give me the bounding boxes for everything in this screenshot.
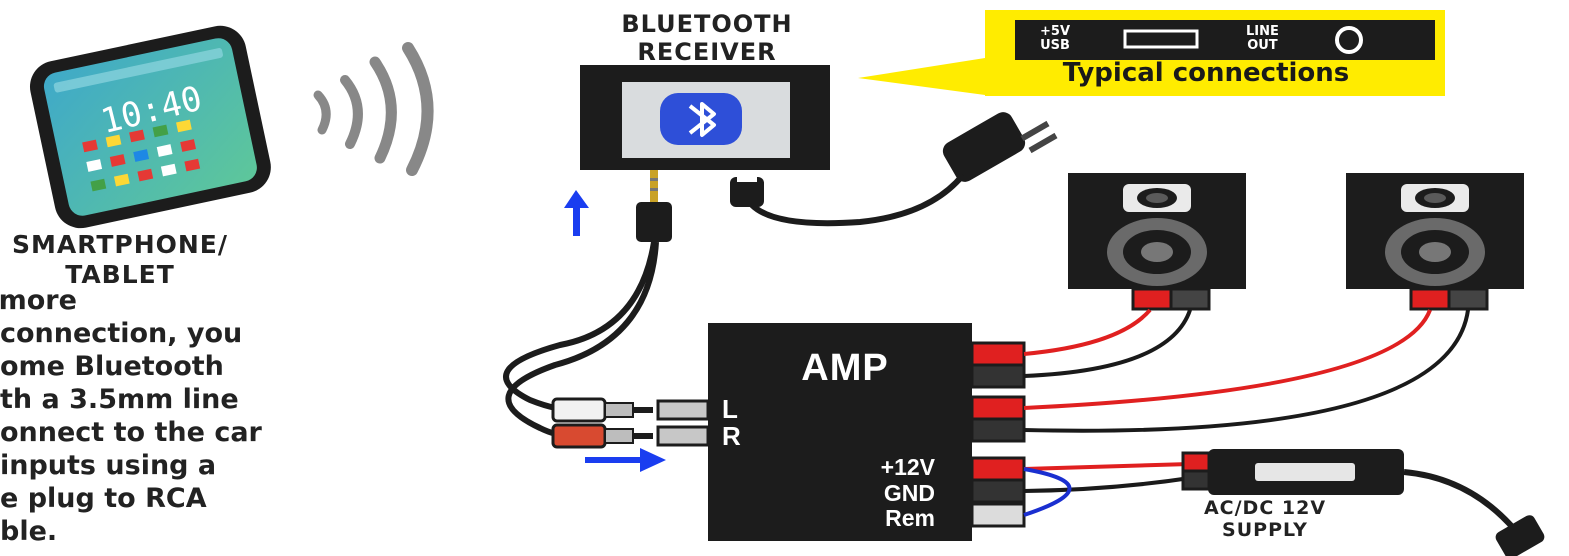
aux-to-rca-cable-left — [503, 241, 657, 411]
speaker-right-icon — [1346, 173, 1524, 311]
wireless-signal-icon — [313, 42, 434, 176]
speaker-left-icon — [1068, 173, 1246, 311]
usb-plug-icon — [730, 177, 764, 207]
line-out-label-line1: LINE — [1246, 24, 1279, 39]
line-out-port-label: LINE OUT — [1246, 25, 1279, 53]
arrow-up-icon — [564, 190, 589, 236]
usb-port-label-line1: +5V — [1040, 24, 1070, 39]
aux-jack-icon — [636, 170, 672, 242]
line-out-label-line2: OUT — [1247, 38, 1278, 53]
smartphone-caption-line1: SMARTPHONE/ — [11, 230, 229, 259]
bluetooth-receiver-caption: BLUETOOTH RECEIVER — [621, 10, 792, 66]
amp-gnd-label: GND — [883, 480, 935, 506]
arrow-right-icon — [585, 448, 666, 472]
smartphone-icon — [29, 25, 271, 229]
power-supply-icon — [1181, 449, 1404, 495]
description-line: connection, you — [0, 318, 243, 349]
typical-connections-callout — [858, 10, 1445, 96]
line-out-jack-icon — [1335, 26, 1363, 54]
amp-power-terminals — [970, 456, 1026, 528]
wall-plug-icon — [942, 112, 1058, 182]
supply-caption-line2: SUPPLY — [1222, 519, 1308, 541]
app-icons — [82, 119, 201, 192]
port-panel — [1015, 20, 1435, 60]
aux-to-rca-cable-right — [505, 241, 659, 437]
speaker-wires — [1023, 308, 1470, 433]
description-line: ble. — [0, 516, 58, 547]
bluetooth-receiver — [580, 65, 830, 170]
description-line: e plug to RCA — [0, 483, 207, 514]
supply-caption: AC/DC 12V SUPPLY — [1204, 497, 1326, 541]
description-line: th a 3.5mm line — [0, 384, 239, 415]
rca-plug-white — [551, 397, 653, 423]
amp-input-right-label: R — [722, 421, 741, 451]
amp-input-left-label: L — [722, 394, 738, 424]
amp-rem-label: Rem — [885, 505, 935, 531]
description-line: ome Bluetooth — [0, 351, 224, 382]
usb-port-icon — [1123, 29, 1199, 49]
amp-title: AMP — [801, 347, 889, 389]
power-wires — [1023, 462, 1191, 517]
supply-plug-icon — [1495, 515, 1545, 556]
amp-12v-label: +12V — [880, 454, 935, 480]
amp-speaker-terminals — [970, 341, 1026, 443]
amplifier-body — [708, 323, 972, 541]
bluetooth-caption-line1: BLUETOOTH — [621, 10, 793, 38]
usb-port-label: +5V USB — [1040, 25, 1070, 53]
supply-caption-line1: AC/DC 12V — [1203, 497, 1327, 519]
supply-cable — [1403, 469, 1518, 532]
smartphone-caption: SMARTPHONE/ TABLET — [12, 230, 228, 290]
usb-port-label-line2: USB — [1040, 38, 1070, 53]
rca-plug-red — [551, 423, 653, 449]
description-line: onnect to the car — [0, 417, 262, 448]
description-line: inputs using a — [0, 450, 217, 481]
smartphone-caption-line2: TABLET — [65, 260, 175, 289]
description-line: n more — [0, 285, 77, 316]
bluetooth-symbol-icon — [688, 102, 716, 137]
bluetooth-caption-line2: RECEIVER — [637, 38, 777, 66]
usb-power-cable — [749, 173, 966, 227]
description-text: n more connection, you ome Bluetooth th … — [0, 284, 262, 548]
typical-connections-label: Typical connections — [1062, 58, 1350, 88]
